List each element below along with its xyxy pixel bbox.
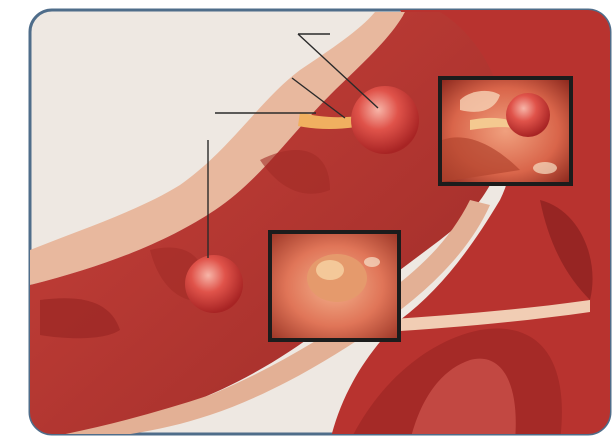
inset-endoscopy-sessile (268, 230, 401, 342)
pedunculated-polyp (351, 86, 419, 154)
sessile-polyp (185, 255, 243, 313)
inset-endoscopy-pedunculated (438, 76, 573, 186)
